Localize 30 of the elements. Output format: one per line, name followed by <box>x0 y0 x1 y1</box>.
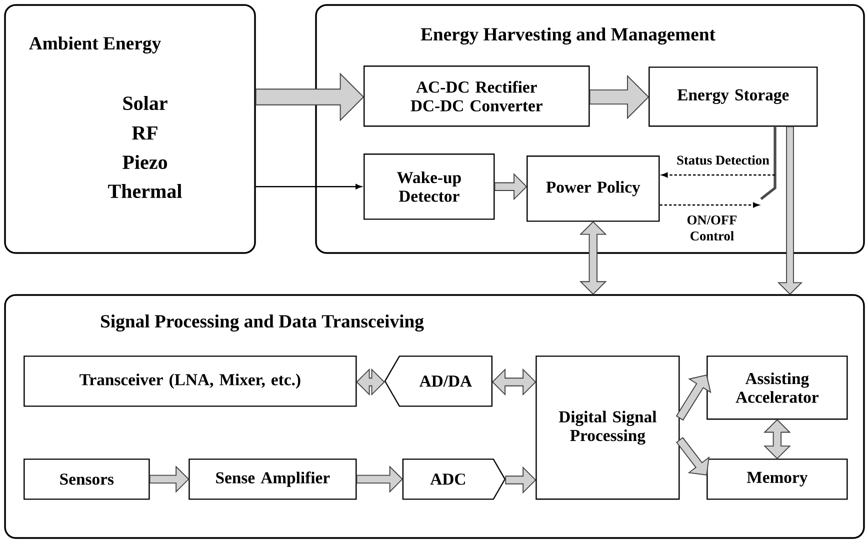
block-arrow <box>676 374 712 421</box>
arrow <box>660 202 760 208</box>
block-arrow <box>579 221 607 295</box>
block-arrow <box>505 466 536 494</box>
edge-label: ON/OFF Control <box>687 216 737 240</box>
process-box: Digital Signal Processing <box>536 356 680 500</box>
process-box: Memory <box>706 458 848 500</box>
process-box: Sensors <box>24 458 150 500</box>
block-arrow <box>356 368 385 396</box>
process-box: Assisting Accelerator <box>706 356 848 420</box>
block-arrow <box>149 466 190 493</box>
process-box: AC-DC Rectifier DC-DC Converter <box>364 66 590 127</box>
block-arrow <box>589 74 650 120</box>
source-box: Ambient Energy Solar RF Piezo Thermal <box>4 4 256 254</box>
process-box: Energy Storage <box>648 66 818 127</box>
process-box: ADC <box>402 458 506 500</box>
arrow <box>662 172 775 178</box>
process-box: Transceiver (LNA, Mixer, etc.) <box>24 356 357 407</box>
block-arrow <box>676 437 710 476</box>
block-arrow <box>777 126 803 295</box>
arrow <box>256 184 362 190</box>
process-box: Wake-up Detector <box>364 154 495 220</box>
block-arrow <box>255 72 364 122</box>
block-arrow <box>494 172 528 200</box>
block-arrow <box>356 466 403 493</box>
block-arrow <box>764 419 791 460</box>
process-box: Sense Amplifier <box>188 458 357 500</box>
process-box: Power Policy <box>526 156 660 222</box>
process-box: AD/DA <box>384 356 493 407</box>
edge-label: Status Detection <box>677 155 770 165</box>
